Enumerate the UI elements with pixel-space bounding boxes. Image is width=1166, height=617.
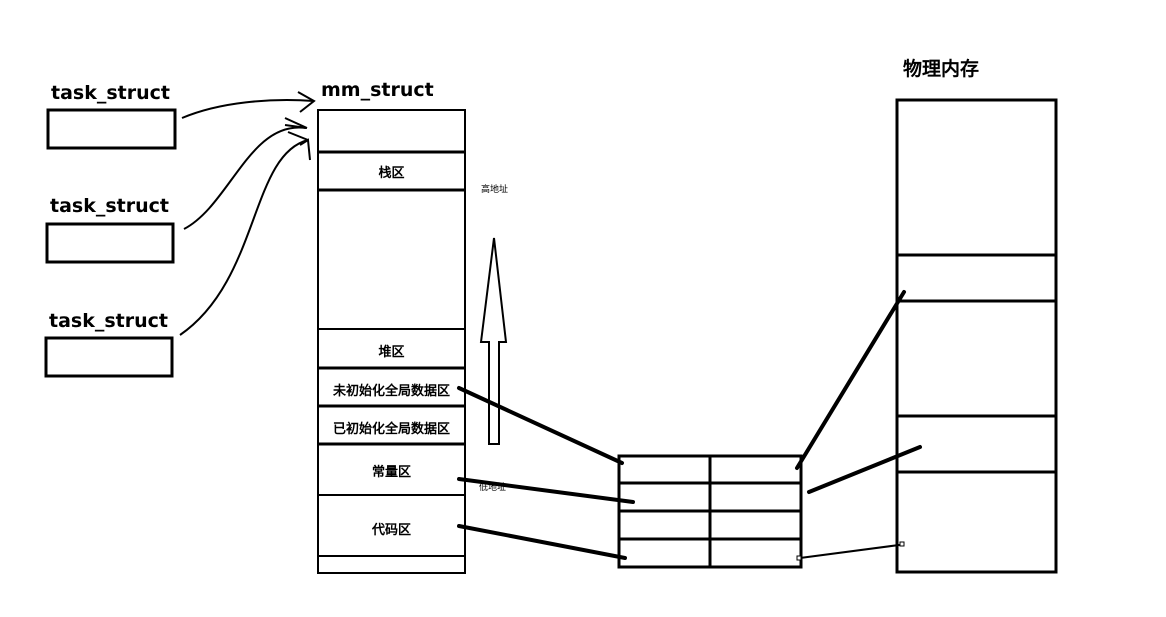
virtual-to-pagetable-lines bbox=[457, 386, 635, 560]
segment-stack: 栈区 bbox=[378, 166, 405, 181]
task-struct-label: task_struct bbox=[50, 195, 169, 217]
mm-struct-title: mm_struct bbox=[321, 79, 434, 101]
up-arrow-icon bbox=[479, 237, 508, 445]
segment-data: 已初始化全局数据区 bbox=[332, 422, 450, 437]
task-struct-box-3 bbox=[44, 336, 174, 378]
task-struct-box-1 bbox=[46, 108, 177, 150]
line-endpoint-marker bbox=[796, 555, 802, 561]
line-endpoint-marker bbox=[899, 541, 905, 547]
low-address-label: 低地址 bbox=[479, 483, 507, 493]
task-struct-box-2 bbox=[45, 222, 175, 264]
task-struct-label: task_struct bbox=[49, 310, 168, 332]
task-struct-label: task_struct bbox=[51, 82, 170, 104]
high-address-label: 高地址 bbox=[481, 185, 509, 195]
physical-memory-column bbox=[895, 98, 1058, 574]
task-to-mm-arrows bbox=[179, 91, 316, 336]
segment-heap: 堆区 bbox=[378, 345, 405, 360]
mm-column-outline bbox=[317, 109, 466, 574]
mm-struct-column bbox=[317, 109, 466, 574]
segment-const: 常量区 bbox=[371, 465, 411, 480]
page-table bbox=[617, 454, 803, 569]
pagetable-to-physical-lines bbox=[795, 290, 922, 559]
physical-memory-title: 物理内存 bbox=[903, 58, 980, 80]
segment-code: 代码区 bbox=[371, 523, 411, 538]
segment-bss: 未初始化全局数据区 bbox=[332, 384, 450, 399]
